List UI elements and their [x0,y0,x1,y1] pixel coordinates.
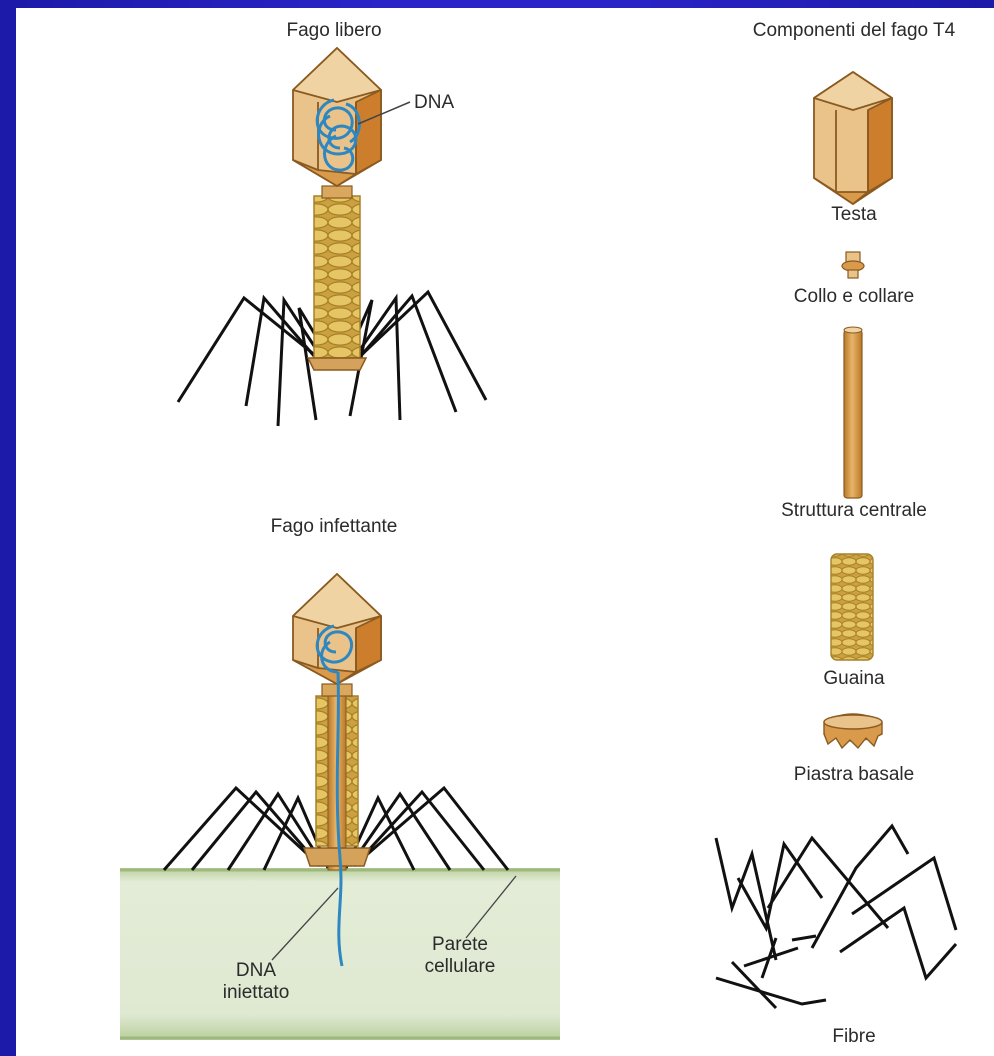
dna-label: DNA [414,92,454,114]
cell-wall-label: Parete cellulare [425,934,496,978]
component-head [814,72,892,204]
component-fibers [716,826,956,1008]
component-core [844,327,862,498]
tail-sheath [314,196,360,358]
component-neck-collar [842,252,864,278]
cell-wall-label-line2: cellulare [425,956,496,978]
component-baseplate [824,714,882,748]
attached-baseplate [304,848,370,866]
cell-wall-label-line1: Parete [425,934,496,956]
baseplate [308,358,366,370]
head-label: Testa [831,204,876,226]
free-phage-label: Fago libero [286,20,381,42]
baseplate-label: Piastra basale [794,764,914,786]
injected-dna-label-line2: iniettato [223,982,290,1004]
injected-dna-label-line1: DNA [223,960,290,982]
t4-components-label: Componenti del fago T4 [753,20,955,42]
neck-collar-label: Collo e collare [794,286,914,308]
fibers-label: Fibre [832,1026,875,1048]
component-sheath [831,554,873,660]
sheath-label: Guaina [823,668,884,690]
core-label: Struttura centrale [781,500,927,522]
injected-dna-label: DNA iniettato [223,960,290,1004]
t4-phage-diagram [16,8,994,1056]
head-capsid [293,48,381,186]
diagram-panel: Fago libero DNA Fago infettante DNA inie… [16,8,994,1056]
collar [322,186,352,198]
infecting-phage-label: Fago infettante [271,516,398,538]
empty-head-capsid [293,574,381,684]
